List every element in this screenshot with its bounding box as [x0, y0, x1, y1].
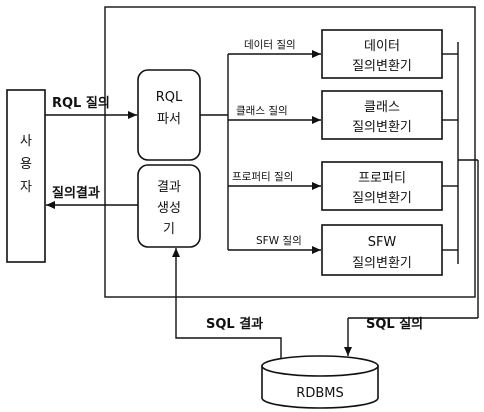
- sfw-converter-line1: SFW: [368, 235, 397, 250]
- property-query-label: 프로퍼티 질의: [232, 171, 293, 183]
- property-converter-box: 프로퍼티 질의변환기: [321, 161, 443, 211]
- user-box: 사 용 자: [6, 89, 46, 263]
- result-generator-line3: 기: [163, 222, 175, 237]
- query-result-label: 질의결과: [52, 185, 100, 201]
- system-boundary: [104, 6, 476, 298]
- rdbms-label: RDBMS: [296, 386, 343, 401]
- user-char-2: 용: [20, 157, 32, 172]
- class-query-label: 클래스 질의: [236, 105, 288, 117]
- rql-query-label: RQL 질의: [52, 95, 110, 111]
- result-generator-line1: 결과: [157, 180, 181, 195]
- rql-parser-line2: 파서: [157, 112, 181, 127]
- user-char-3: 자: [20, 180, 32, 195]
- converter-output-lines: [442, 42, 479, 318]
- sfw-converter-box: SFW 질의변환기: [321, 224, 443, 276]
- rdbms-cylinder: RDBMS: [261, 355, 379, 409]
- class-converter-box: 클래스 질의변환기: [321, 90, 443, 140]
- result-generator-box: 결과 생성 기: [137, 164, 201, 248]
- sql-result-arrow: [172, 248, 282, 358]
- sql-result-label: SQL 결과: [206, 316, 263, 332]
- class-converter-line2: 질의변환기: [352, 120, 412, 135]
- sfw-converter-line2: 질의변환기: [352, 256, 412, 271]
- property-converter-line1: 프로퍼티: [358, 171, 406, 186]
- data-converter-line1: 데이터: [364, 39, 400, 54]
- data-converter-line2: 질의변환기: [352, 59, 412, 74]
- class-converter-line1: 클래스: [364, 100, 400, 115]
- result-generator-line2: 생성: [157, 201, 181, 216]
- property-converter-line2: 질의변환기: [352, 191, 412, 206]
- rql-parser-line1: RQL: [156, 90, 183, 105]
- rql-parser-box: RQL 파서: [137, 69, 201, 161]
- user-char-1: 사: [20, 134, 32, 149]
- data-converter-box: 데이터 질의변환기: [321, 29, 443, 79]
- sfw-query-label: SFW 질의: [256, 235, 302, 247]
- data-query-label: 데이터 질의: [244, 39, 296, 51]
- parser-dispatch-lines: [200, 50, 321, 254]
- sql-query-label: SQL 질의: [366, 316, 423, 332]
